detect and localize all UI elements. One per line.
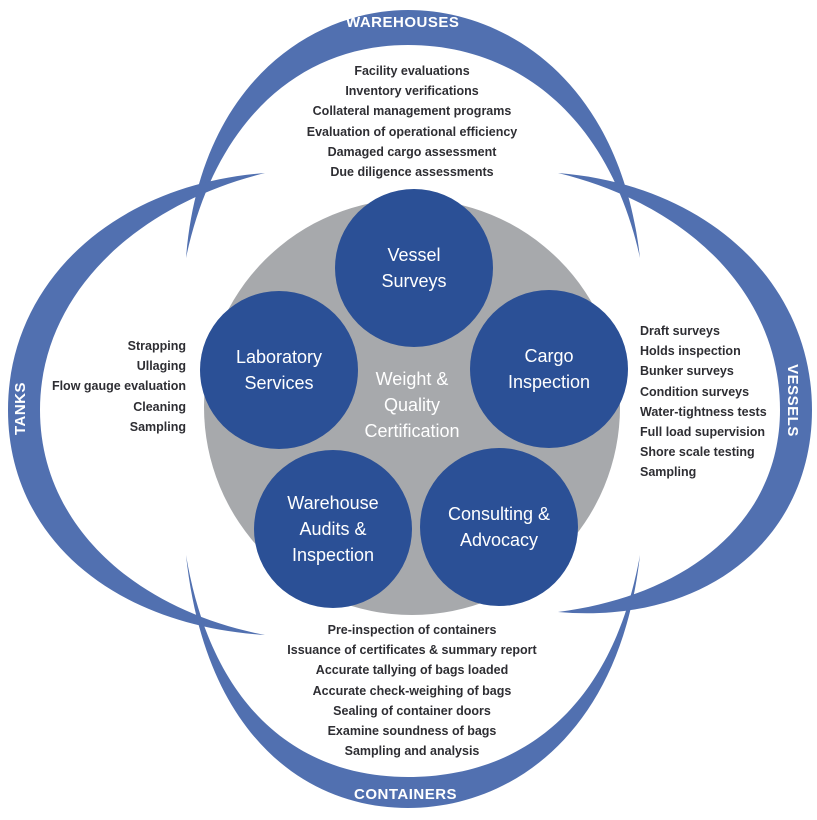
tanks-label: TANKS <box>12 381 30 436</box>
laboratory-services-bubble: Laboratory Services <box>200 291 358 449</box>
consulting-advocacy-bubble: Consulting & Advocacy <box>420 448 578 606</box>
list-item: Issuance of certificates & summary repor… <box>287 643 537 658</box>
list-item: Sampling <box>129 419 186 434</box>
list-item: Inventory verifications <box>345 84 479 99</box>
list-item: Due diligence assessments <box>330 165 494 180</box>
list-item: Condition surveys <box>640 384 750 399</box>
list-item: Shore scale testing <box>640 445 755 460</box>
consulting-advocacy-label: Consulting & Advocacy <box>447 504 551 550</box>
list-item: Flow gauge evaluation <box>51 379 186 394</box>
vessel-surveys-label: Vessel Surveys <box>381 245 447 291</box>
list-item: Full load supervision <box>640 425 766 440</box>
list-item: Sampling and analysis <box>344 744 480 759</box>
warehouse-audits-bubble: Warehouse Audits & Inspection <box>254 450 412 608</box>
vessel-surveys-bubble: Vessel Surveys <box>335 189 493 347</box>
list-item: Collateral management programs <box>312 104 512 119</box>
list-item: Sealing of container doors <box>333 703 491 718</box>
list-item: Facility evaluations <box>354 64 470 78</box>
warehouse-audits-label: Warehouse Audits & Inspection <box>287 493 379 565</box>
center-title: Weight & Quality Certification <box>364 369 460 441</box>
list-item: Bunker surveys <box>640 364 734 379</box>
list-item: Examine soundness of bags <box>327 724 497 739</box>
list-item: Strapping <box>127 339 186 353</box>
warehouses-label: WAREHOUSES <box>346 14 460 31</box>
vessels-list: Draft surveys Holds inspection Bunker su… <box>640 321 780 483</box>
warehouses-ring <box>186 10 640 258</box>
tanks-list: Strapping Ullaging Flow gauge evaluation… <box>36 336 186 437</box>
list-item: Ullaging <box>136 359 186 374</box>
laboratory-services-label: Laboratory Services <box>235 347 323 393</box>
warehouses-list: Facility evaluations Inventory verificat… <box>262 61 562 182</box>
containers-list: Pre-inspection of containers Issuance of… <box>262 620 562 761</box>
cargo-inspection-label: Cargo Inspection <box>507 346 591 392</box>
list-item: Damaged cargo assessment <box>327 144 497 159</box>
list-item: Cleaning <box>133 399 186 414</box>
cargo-inspection-bubble: Cargo Inspection <box>470 290 628 448</box>
list-item: Accurate check-weighing of bags <box>312 683 512 698</box>
list-item: Accurate tallying of bags loaded <box>315 663 509 678</box>
list-item: Sampling <box>640 465 697 480</box>
vessels-label: VESSELS <box>783 364 801 437</box>
list-item: Holds inspection <box>640 344 741 359</box>
containers-label: CONTAINERS <box>354 786 458 803</box>
list-item: Pre-inspection of containers <box>327 623 497 637</box>
list-item: Draft surveys <box>640 324 720 338</box>
tanks-ring <box>8 173 265 635</box>
vessels-ring <box>558 173 812 614</box>
list-item: Water-tightness tests <box>640 404 767 419</box>
list-item: Evaluation of operational efficiency <box>306 124 518 139</box>
